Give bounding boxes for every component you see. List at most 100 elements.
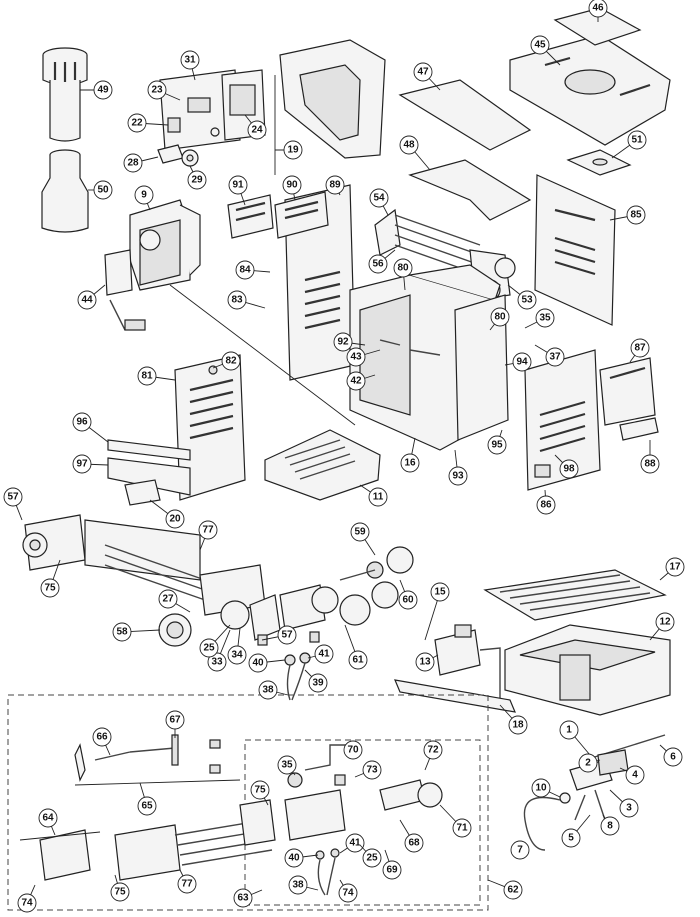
callout-number: 49 (97, 85, 109, 96)
callout-number: 46 (592, 3, 604, 14)
callout-number: 98 (563, 464, 575, 475)
callout-bubble (227, 645, 247, 665)
callout-number: 43 (350, 352, 362, 363)
callout-bubble (490, 307, 510, 327)
callout-number: 8 (607, 821, 613, 832)
callout-46: 46 (588, 0, 608, 22)
callout-bubble (452, 818, 472, 838)
callout-74: 74 (17, 884, 37, 913)
callout-number: 25 (366, 853, 378, 864)
callout-bubble (247, 120, 267, 140)
callout-bubble (430, 582, 450, 602)
callout-82: 82 (212, 351, 241, 371)
callout-27: 27 (158, 589, 191, 613)
callout-8: 8 (600, 814, 620, 836)
callout-number: 38 (262, 685, 274, 696)
callout-12: 12 (649, 612, 675, 641)
callout-41: 41 (339, 833, 365, 854)
callout-bubble (343, 740, 363, 760)
bracket-20 (124, 479, 161, 506)
callout-bubble (112, 622, 132, 642)
callout-bubble (123, 153, 143, 173)
callout-number: 57 (7, 492, 19, 503)
callout-40: 40 (284, 848, 319, 868)
callout-number: 58 (116, 627, 128, 638)
callout-54: 54 (369, 188, 389, 216)
callout-number: 48 (403, 140, 415, 151)
callout-bubble (561, 828, 581, 848)
callout-bubble (517, 290, 537, 310)
callout-9: 9 (134, 185, 154, 211)
callout-number: 16 (404, 458, 416, 469)
callout-bubble (350, 522, 370, 542)
callout-15: 15 (424, 582, 450, 641)
callout-bubble (487, 435, 507, 455)
callout-75: 75 (250, 780, 270, 806)
callout-bubble (423, 740, 443, 760)
callout-bubble (158, 589, 178, 609)
callout-bubble (663, 747, 683, 767)
callout-72: 72 (423, 740, 443, 771)
callout-number: 35 (281, 760, 293, 771)
callout-59: 59 (350, 522, 376, 556)
callout-bubble (559, 459, 579, 479)
top-plate (553, 7, 642, 46)
callout-95: 95 (487, 429, 507, 455)
callout-bubble (393, 258, 413, 278)
callout-number: 45 (534, 40, 546, 51)
callout-18: 18 (499, 704, 528, 735)
callout-bubble (92, 727, 112, 747)
callout-bubble (625, 765, 645, 785)
callout-number: 91 (232, 180, 244, 191)
callout-11: 11 (359, 484, 388, 507)
callout-number: 77 (181, 879, 193, 890)
callout-44: 44 (77, 284, 106, 310)
callout-41: 41 (307, 644, 334, 664)
callout-number: 35 (539, 313, 551, 324)
callout-57: 57 (3, 487, 23, 521)
callout-number: 40 (288, 853, 300, 864)
callout-number: 73 (366, 765, 378, 776)
callout-number: 77 (202, 525, 214, 536)
callout-bubble (619, 798, 639, 818)
control-box (104, 199, 201, 331)
callout-bubble (180, 50, 200, 70)
callout-bubble (362, 760, 382, 780)
callout-71: 71 (439, 804, 472, 838)
callout-70: 70 (343, 740, 363, 760)
callout-25: 25 (199, 624, 231, 658)
callout-number: 89 (329, 180, 341, 191)
callout-number: 72 (427, 745, 439, 756)
burner-rack (483, 569, 667, 621)
callout-35: 35 (524, 308, 555, 329)
callout-83: 83 (227, 290, 266, 310)
callout-number: 93 (452, 471, 464, 482)
callout-67: 67 (165, 710, 185, 738)
callout-bubble (93, 180, 113, 200)
inlet-outlet-header (22, 514, 201, 581)
callout-58: 58 (112, 622, 161, 642)
callout-bubble (368, 487, 388, 507)
callout-number: 56 (372, 259, 384, 270)
callout-number: 60 (402, 595, 414, 606)
callout-number: 38 (292, 880, 304, 891)
callout-bubble (137, 366, 157, 386)
callout-bubble (282, 175, 302, 195)
callout-bubble (345, 833, 365, 853)
callout-number: 75 (44, 583, 56, 594)
callout-92: 92 (333, 332, 366, 352)
callout-bubble (503, 880, 523, 900)
callout-77: 77 (177, 869, 197, 894)
callout-19: 19 (275, 140, 303, 160)
callout-87: 87 (629, 338, 650, 363)
callout-number: 6 (670, 752, 676, 763)
callout-16: 16 (400, 437, 420, 473)
callout-29: 29 (187, 165, 207, 190)
callout-33: 33 (207, 629, 231, 672)
callout-86: 86 (536, 489, 556, 515)
callout-64: 64 (38, 808, 58, 836)
callout-35: 35 (277, 755, 297, 776)
callout-bubble (72, 454, 92, 474)
vent-adapter-top (42, 47, 88, 142)
